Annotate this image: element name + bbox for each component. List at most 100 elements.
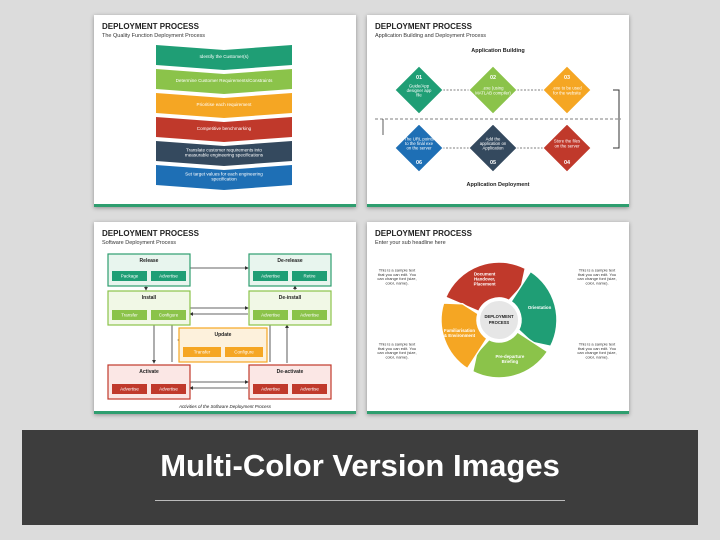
qfd-chevron-stack: Identify the Customer(s) Determine Custom… bbox=[156, 45, 292, 190]
title-banner: Multi-Color Version Images bbox=[22, 430, 698, 525]
slide-subtitle: Enter your sub headline here bbox=[375, 240, 446, 246]
box-chip-label: Advertise bbox=[261, 387, 280, 392]
box-chip bbox=[151, 310, 186, 320]
slide-footer-bar bbox=[367, 411, 629, 414]
box-chip bbox=[292, 310, 327, 320]
box-chip-label: Advertise bbox=[261, 313, 280, 318]
qfd-step-3 bbox=[156, 93, 292, 118]
cycle-segment-label: Familiarisation& Environment bbox=[444, 328, 476, 338]
diamond-number: 06 bbox=[416, 160, 422, 166]
box-chip-label: Configure bbox=[234, 350, 254, 355]
slide-qfd-process[interactable]: DEPLOYMENT PROCESS The Quality Function … bbox=[94, 15, 356, 207]
box-chip bbox=[292, 384, 327, 394]
box-chip-label: Configure bbox=[159, 313, 179, 318]
process-diamond-05 bbox=[468, 123, 518, 173]
section-bottom-label: Application Deployment bbox=[467, 182, 530, 188]
box-chip bbox=[151, 271, 186, 281]
diamond-number: 02 bbox=[490, 75, 496, 81]
diagram-caption: Activities of the Software Deployment Pr… bbox=[178, 404, 272, 409]
qfd-step-2 bbox=[156, 69, 292, 94]
box-chip-label: Retire bbox=[303, 274, 316, 279]
box-chip-label: Advertise bbox=[300, 313, 319, 318]
slide-subtitle: Software Deployment Process bbox=[102, 240, 176, 246]
box-title-install: Install bbox=[142, 295, 157, 301]
qfd-step-1 bbox=[156, 45, 292, 70]
slide-app-building[interactable]: DEPLOYMENT PROCESS Application Building … bbox=[367, 15, 629, 207]
box-chip bbox=[151, 384, 186, 394]
qfd-step-6 bbox=[156, 165, 292, 190]
box-chip bbox=[225, 347, 263, 357]
slide-deployment-cycle[interactable]: DEPLOYMENT PROCESS Enter your sub headli… bbox=[367, 222, 629, 414]
slide-footer-bar bbox=[367, 204, 629, 207]
process-diamond-03 bbox=[542, 65, 592, 115]
box-title-deactivate: De-activate bbox=[277, 369, 304, 375]
slide-title: DEPLOYMENT PROCESS bbox=[102, 229, 199, 238]
connector-right bbox=[613, 89, 620, 149]
slide-footer-bar bbox=[94, 204, 356, 207]
cycle-segment-2 bbox=[509, 270, 558, 348]
box-chip bbox=[112, 310, 147, 320]
process-diamond-06 bbox=[394, 123, 444, 173]
box-title-activate: Activate bbox=[139, 369, 159, 375]
box-chip bbox=[253, 271, 288, 281]
banner-title: Multi-Color Version Images bbox=[160, 448, 560, 483]
box-chip-label: Transfer bbox=[121, 313, 138, 318]
box-title-release: Release bbox=[140, 258, 159, 264]
cycle-center-label-2: PROCESS bbox=[489, 320, 510, 325]
qfd-step-5 bbox=[156, 141, 292, 166]
diamond-number: 05 bbox=[490, 160, 496, 166]
section-top-label: Application Building bbox=[471, 48, 524, 54]
cycle-center bbox=[478, 299, 520, 341]
box-chip bbox=[253, 310, 288, 320]
process-diamond-04 bbox=[542, 123, 592, 173]
cycle-segment-1 bbox=[444, 261, 527, 313]
box-title-deinstall: De-install bbox=[279, 295, 302, 301]
cycle-segment-3 bbox=[471, 330, 549, 379]
box-chip-label: Package bbox=[121, 274, 139, 279]
box-chip-label: Advertise bbox=[120, 387, 139, 392]
box-chip-label: Transfer bbox=[194, 350, 211, 355]
app-building-diagram: Application Building Application Deploym… bbox=[375, 48, 621, 188]
slide-subtitle: Application Building and Deployment Proc… bbox=[375, 33, 486, 39]
box-chip bbox=[183, 347, 221, 357]
qfd-step-label: Identify the Customer(s) bbox=[199, 54, 248, 59]
flow-arrows bbox=[144, 266, 297, 390]
slide-title: DEPLOYMENT PROCESS bbox=[375, 229, 472, 238]
slide-footer-bar bbox=[94, 411, 356, 414]
process-diamond-02 bbox=[468, 65, 518, 115]
cycle-center-label-1: DEPLOYMENT bbox=[484, 314, 514, 319]
box-chip bbox=[292, 271, 327, 281]
process-diamond-01 bbox=[394, 65, 444, 115]
box-title-update: Update bbox=[215, 332, 232, 338]
cycle-segment-4 bbox=[440, 302, 489, 370]
slide-title: DEPLOYMENT PROCESS bbox=[375, 22, 472, 31]
banner-rule bbox=[155, 500, 565, 501]
diamond-number: 04 bbox=[564, 160, 571, 166]
box-title-derelease: De-release bbox=[277, 258, 303, 264]
cycle-segment-label: Orientation bbox=[528, 305, 552, 310]
slide-software-deployment[interactable]: DEPLOYMENT PROCESS Software Deployment P… bbox=[94, 222, 356, 414]
slide-title: DEPLOYMENT PROCESS bbox=[102, 22, 199, 31]
diamond-number: 03 bbox=[564, 75, 570, 81]
qfd-step-label: Determine Customer Requirements/Constrai… bbox=[176, 78, 273, 83]
box-chip-label: Advertise bbox=[261, 274, 280, 279]
qfd-step-label: Competitive benchmarking bbox=[197, 126, 252, 131]
box-chip bbox=[112, 271, 147, 281]
box-chip bbox=[253, 384, 288, 394]
box-chip bbox=[112, 384, 147, 394]
box-chip-label: Advertise bbox=[159, 387, 178, 392]
